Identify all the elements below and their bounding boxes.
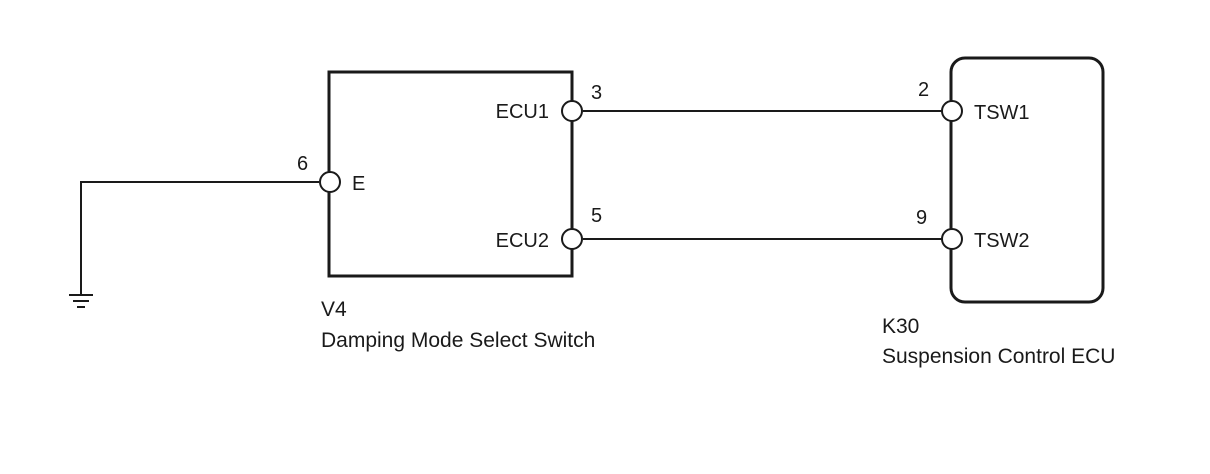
pin-number-tsw2: 9 bbox=[916, 207, 927, 229]
pin-ecu1-terminal bbox=[561, 100, 583, 122]
component-code-v4: V4 bbox=[321, 298, 347, 321]
pin-tsw1-terminal bbox=[941, 100, 963, 122]
terminal-label-ecu1: ECU1 bbox=[496, 101, 549, 123]
terminal-label-ecu2: ECU2 bbox=[496, 230, 549, 252]
pin-number-ecu1: 3 bbox=[591, 82, 602, 104]
terminal-label-tsw1: TSW1 bbox=[974, 102, 1030, 124]
terminal-label-tsw2: TSW2 bbox=[974, 230, 1030, 252]
ground-icon bbox=[69, 294, 93, 308]
ground-wire bbox=[80, 181, 319, 295]
pin-tsw2-terminal bbox=[941, 228, 963, 250]
pin-e-terminal bbox=[319, 171, 341, 193]
pin-number-ecu2: 5 bbox=[591, 205, 602, 227]
ecu-component-box bbox=[949, 56, 1105, 304]
pin-number-tsw1: 2 bbox=[918, 79, 929, 101]
pin-number-e: 6 bbox=[297, 153, 308, 175]
pin-ecu2-terminal bbox=[561, 228, 583, 250]
terminal-label-e: E bbox=[352, 173, 365, 195]
ground-connection bbox=[69, 181, 319, 308]
component-code-k30: K30 bbox=[882, 315, 919, 338]
component-name-k30: Suspension Control ECU bbox=[882, 345, 1115, 368]
component-name-v4: Damping Mode Select Switch bbox=[321, 329, 595, 352]
